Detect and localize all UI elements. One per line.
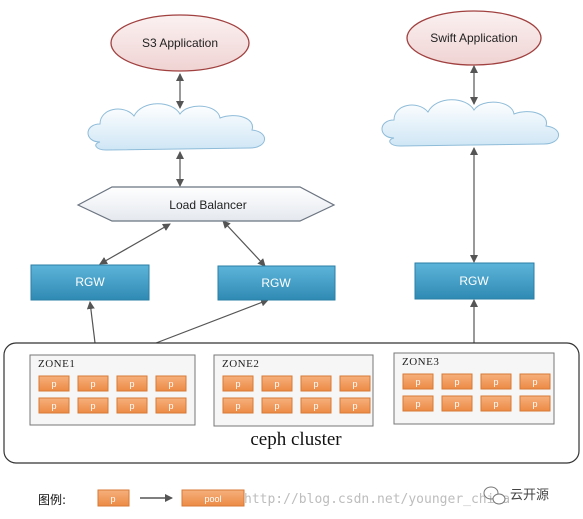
wechat-bubble-icon	[483, 486, 506, 505]
zone-3: ZONE3 p p p p p p p p	[393, 352, 555, 425]
s3-application-label: S3 Application	[142, 36, 218, 50]
rgw-middle-node: RGW	[217, 265, 336, 301]
placement-group-label: p	[415, 399, 420, 409]
zone-1: ZONE1 p p p p p p p p	[29, 354, 196, 426]
rgw-middle-label: RGW	[261, 276, 291, 290]
placement-group-box	[339, 397, 371, 414]
placement-group-label: p	[168, 401, 173, 411]
placement-group-box	[261, 397, 293, 414]
placement-group-label: p	[90, 379, 95, 389]
placement-group-label: p	[168, 379, 173, 389]
legend-pg-label: p	[110, 494, 115, 504]
placement-group-label: p	[313, 379, 318, 389]
placement-group-label: p	[454, 377, 459, 387]
placement-group-label: p	[493, 399, 498, 409]
placement-group-box	[339, 375, 371, 392]
placement-group-box	[480, 373, 512, 390]
legend: 图例: p pool	[38, 489, 245, 507]
placement-group-box	[116, 397, 148, 414]
placement-group-box	[300, 375, 332, 392]
placement-group-label: p	[532, 377, 537, 387]
legend-pool-label: pool	[204, 494, 221, 504]
placement-group-label: p	[129, 401, 134, 411]
legend-title: 图例:	[38, 493, 66, 507]
placement-group-label: p	[51, 401, 56, 411]
lb-to-rgw-middle-arrow	[222, 220, 266, 267]
placement-group-label: p	[274, 379, 279, 389]
placement-group-label: p	[51, 379, 56, 389]
load-balancer-node: Load Balancer	[76, 186, 336, 222]
placement-group-label: p	[235, 379, 240, 389]
placement-group-label: p	[493, 377, 498, 387]
rgw-left-node: RGW	[30, 264, 150, 301]
placement-group-box	[38, 375, 70, 392]
placement-group-label: p	[90, 401, 95, 411]
placement-group-box	[300, 397, 332, 414]
placement-group-box	[402, 373, 434, 390]
legend-pool-box	[181, 489, 245, 507]
placement-group-box	[77, 397, 109, 414]
placement-group-box	[77, 375, 109, 392]
zone-2: ZONE2 p p p p p p p p	[213, 354, 374, 427]
rgw-right-label: RGW	[459, 274, 489, 288]
brand-label: 云开源	[510, 488, 549, 503]
zone-label: ZONE1	[38, 358, 75, 370]
placement-group-box	[261, 375, 293, 392]
cloud-icon	[87, 103, 265, 151]
placement-group-label: p	[415, 377, 420, 387]
zone-label: ZONE2	[222, 358, 259, 370]
placement-group-label: p	[454, 399, 459, 409]
placement-group-box	[38, 397, 70, 414]
watermark-text: http://blog.csdn.net/younger_china	[244, 492, 510, 507]
load-balancer-label: Load Balancer	[169, 198, 246, 212]
zone-label: ZONE3	[402, 356, 439, 368]
placement-group-box	[402, 395, 434, 412]
placement-group-label: p	[352, 401, 357, 411]
placement-group-label: p	[129, 379, 134, 389]
placement-group-label: p	[532, 399, 537, 409]
cloud-icon	[381, 99, 559, 147]
placement-group-box	[441, 395, 473, 412]
lb-to-rgw-left-arrow	[99, 223, 171, 265]
placement-group-label: p	[313, 401, 318, 411]
placement-group-box	[441, 373, 473, 390]
zones-group: ZONE1 p p p p p p p p ZONE2 p p p p p p p p ZONE3 p p p p p p p p	[29, 352, 555, 427]
placement-group-box	[155, 375, 187, 392]
placement-group-box	[519, 373, 551, 390]
placement-group-label: p	[274, 401, 279, 411]
placement-group-box	[222, 375, 254, 392]
legend-pg-box	[97, 489, 130, 507]
placement-group-box	[519, 395, 551, 412]
placement-group-box	[155, 397, 187, 414]
placement-group-box	[480, 395, 512, 412]
s3-application-node: S3 Application	[110, 14, 250, 72]
ceph-cluster-label: ceph cluster	[250, 429, 342, 450]
placement-group-label: p	[352, 379, 357, 389]
rgw-left-label: RGW	[75, 275, 105, 289]
swift-application-label: Swift Application	[430, 31, 517, 45]
placement-group-box	[222, 397, 254, 414]
rgw-right-node: RGW	[414, 262, 535, 300]
placement-group-label: p	[235, 401, 240, 411]
swift-application-node: Swift Application	[406, 10, 542, 66]
placement-group-box	[116, 375, 148, 392]
